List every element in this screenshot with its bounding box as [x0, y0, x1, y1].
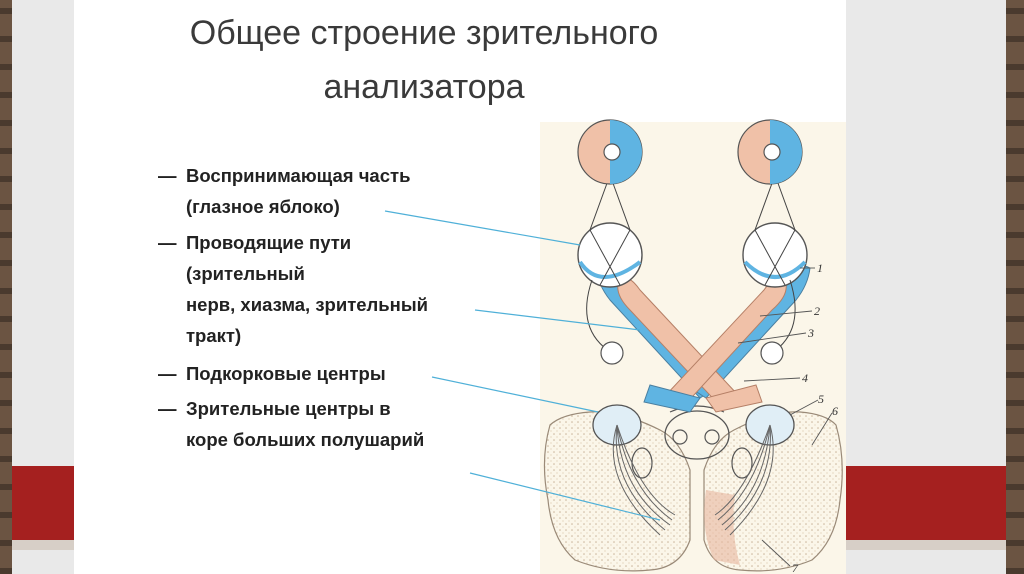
- pretectal-right: [760, 341, 784, 365]
- occipital-pink-area: [704, 490, 740, 565]
- visual-field-left: [577, 119, 643, 185]
- band-edge-left: [12, 540, 74, 550]
- brain-right-hemisphere: [703, 411, 843, 572]
- bullet-text: (глазное яблоко): [186, 196, 340, 217]
- bullet-perceiving: — Воспринимающая часть (глазное яблоко): [158, 160, 410, 222]
- bullet-text: Зрительные центры в: [186, 398, 391, 419]
- figure-number: 6: [832, 404, 838, 418]
- background-brick-right: [1006, 0, 1024, 574]
- red-band-right: [846, 466, 1006, 540]
- bullet-text: нерв, хиазма, зрительный: [186, 294, 429, 315]
- bullet-text: коре больших полушарий: [186, 429, 425, 450]
- title-line-1: Общее строение зрительного: [189, 14, 659, 52]
- red-band-left: [12, 466, 74, 540]
- colliculus-left: [672, 429, 688, 445]
- title-line-2: анализатора: [323, 68, 525, 106]
- pointer-lines: [384, 210, 661, 521]
- figure-number: 7: [792, 561, 799, 574]
- bullet-subcortical: — Подкорковые центры: [158, 358, 386, 389]
- bullet-text: Воспринимающая часть: [186, 165, 411, 186]
- band-edge-right: [846, 540, 1006, 550]
- bullet-text: Проводящие пути: [186, 232, 352, 253]
- slide-title: Общее строение зрительного анализатора: [74, 6, 774, 114]
- figure-number: 5: [818, 392, 824, 406]
- bullet-text: Подкорковые центры: [186, 363, 386, 384]
- visual-field-right: [737, 119, 803, 185]
- colliculus-right: [704, 429, 720, 445]
- figure-number: 2: [814, 304, 820, 318]
- dash: —: [158, 363, 177, 384]
- figure-number: 3: [807, 326, 814, 340]
- bullet-pathways: — Проводящие пути (зрительный нерв, хиазм…: [158, 227, 428, 351]
- midbrain: [664, 410, 730, 460]
- bullet-cortical: — Зрительные центры в коре больших полуша…: [158, 393, 424, 455]
- optic-radiation: [612, 424, 774, 536]
- bullet-text: тракт): [186, 325, 242, 346]
- figure-number: 4: [802, 371, 808, 385]
- dash: —: [158, 165, 177, 186]
- dash: —: [158, 398, 177, 419]
- background-brick-left: [0, 0, 12, 574]
- dash: —: [158, 232, 177, 253]
- figure-number: 1: [817, 261, 823, 275]
- bullet-text: (зрительный: [186, 263, 305, 284]
- pretectal-left: [600, 341, 624, 365]
